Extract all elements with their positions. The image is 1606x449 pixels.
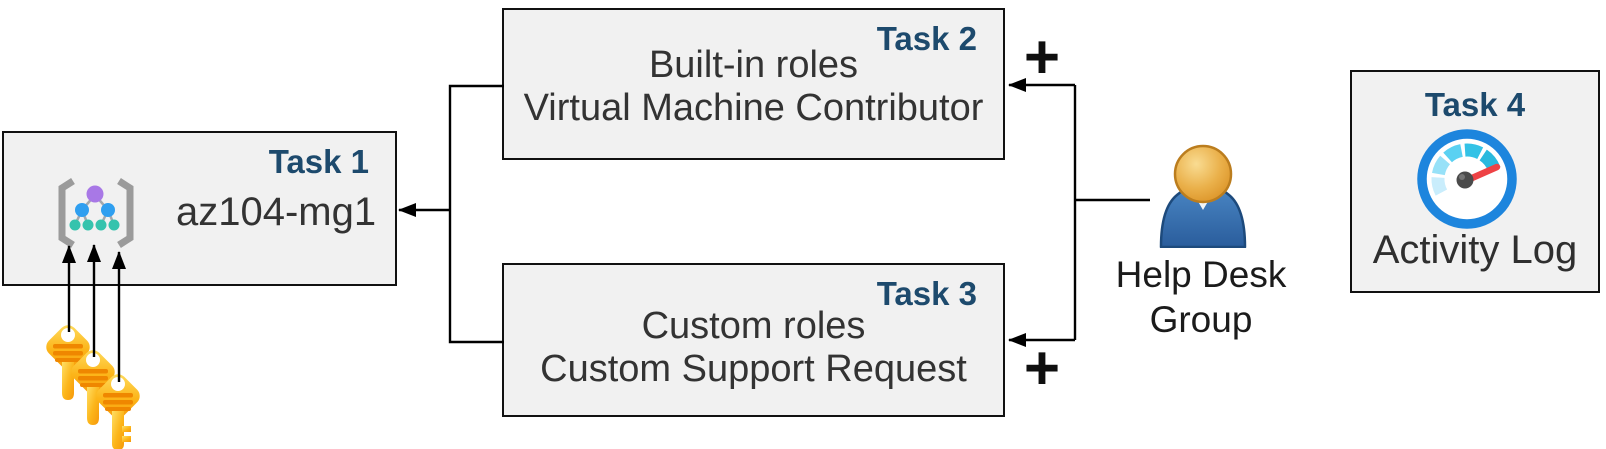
help-desk-label-line1: Help Desk: [1115, 254, 1287, 295]
connector-left-bracket: [398, 84, 504, 344]
help-desk-label-line2: Group: [1149, 299, 1253, 340]
task3-label: Task 3: [876, 275, 977, 312]
task3-text: Custom roles Custom Support Request: [504, 305, 1003, 391]
task1-title: az104-mg1: [176, 190, 377, 234]
help-desk-group-label: Help Desk Group: [1116, 252, 1287, 342]
task2-line2: Virtual Machine Contributor: [523, 87, 984, 129]
plus-sign-top: +: [1023, 22, 1061, 92]
task1-content: az104-mg1: [56, 133, 376, 284]
task2-line1: Built-in roles: [648, 44, 859, 86]
task4-label: Task 4: [1424, 86, 1526, 123]
task2-text: Built-in roles Virtual Machine Contribut…: [504, 44, 1003, 130]
task3-box: Task 3 Custom roles Custom Support Reque…: [502, 263, 1005, 417]
task2-box: Task 2 Built-in roles Virtual Machine Co…: [502, 8, 1005, 160]
task4-title: Activity Log: [1372, 228, 1578, 272]
user-icon: [1159, 144, 1247, 248]
management-group-icon: [58, 177, 134, 248]
task2-label: Task 2: [876, 20, 977, 57]
task4-box: Task 4 Activity Log: [1350, 70, 1600, 293]
task3-line1: Custom roles: [641, 305, 866, 347]
task1-box: Task 1 az104-mg1: [2, 131, 397, 286]
task1-label: Task 1: [268, 143, 369, 180]
activity-log-gauge-icon: [1417, 129, 1517, 229]
key-icon-2: [71, 350, 115, 425]
help-desk-group: Help Desk Group: [1095, 130, 1307, 342]
key-icon-3: [96, 374, 140, 449]
task3-line2: Custom Support Request: [540, 348, 967, 390]
plus-sign-bottom: +: [1023, 333, 1061, 403]
key-icon-1: [46, 325, 90, 400]
